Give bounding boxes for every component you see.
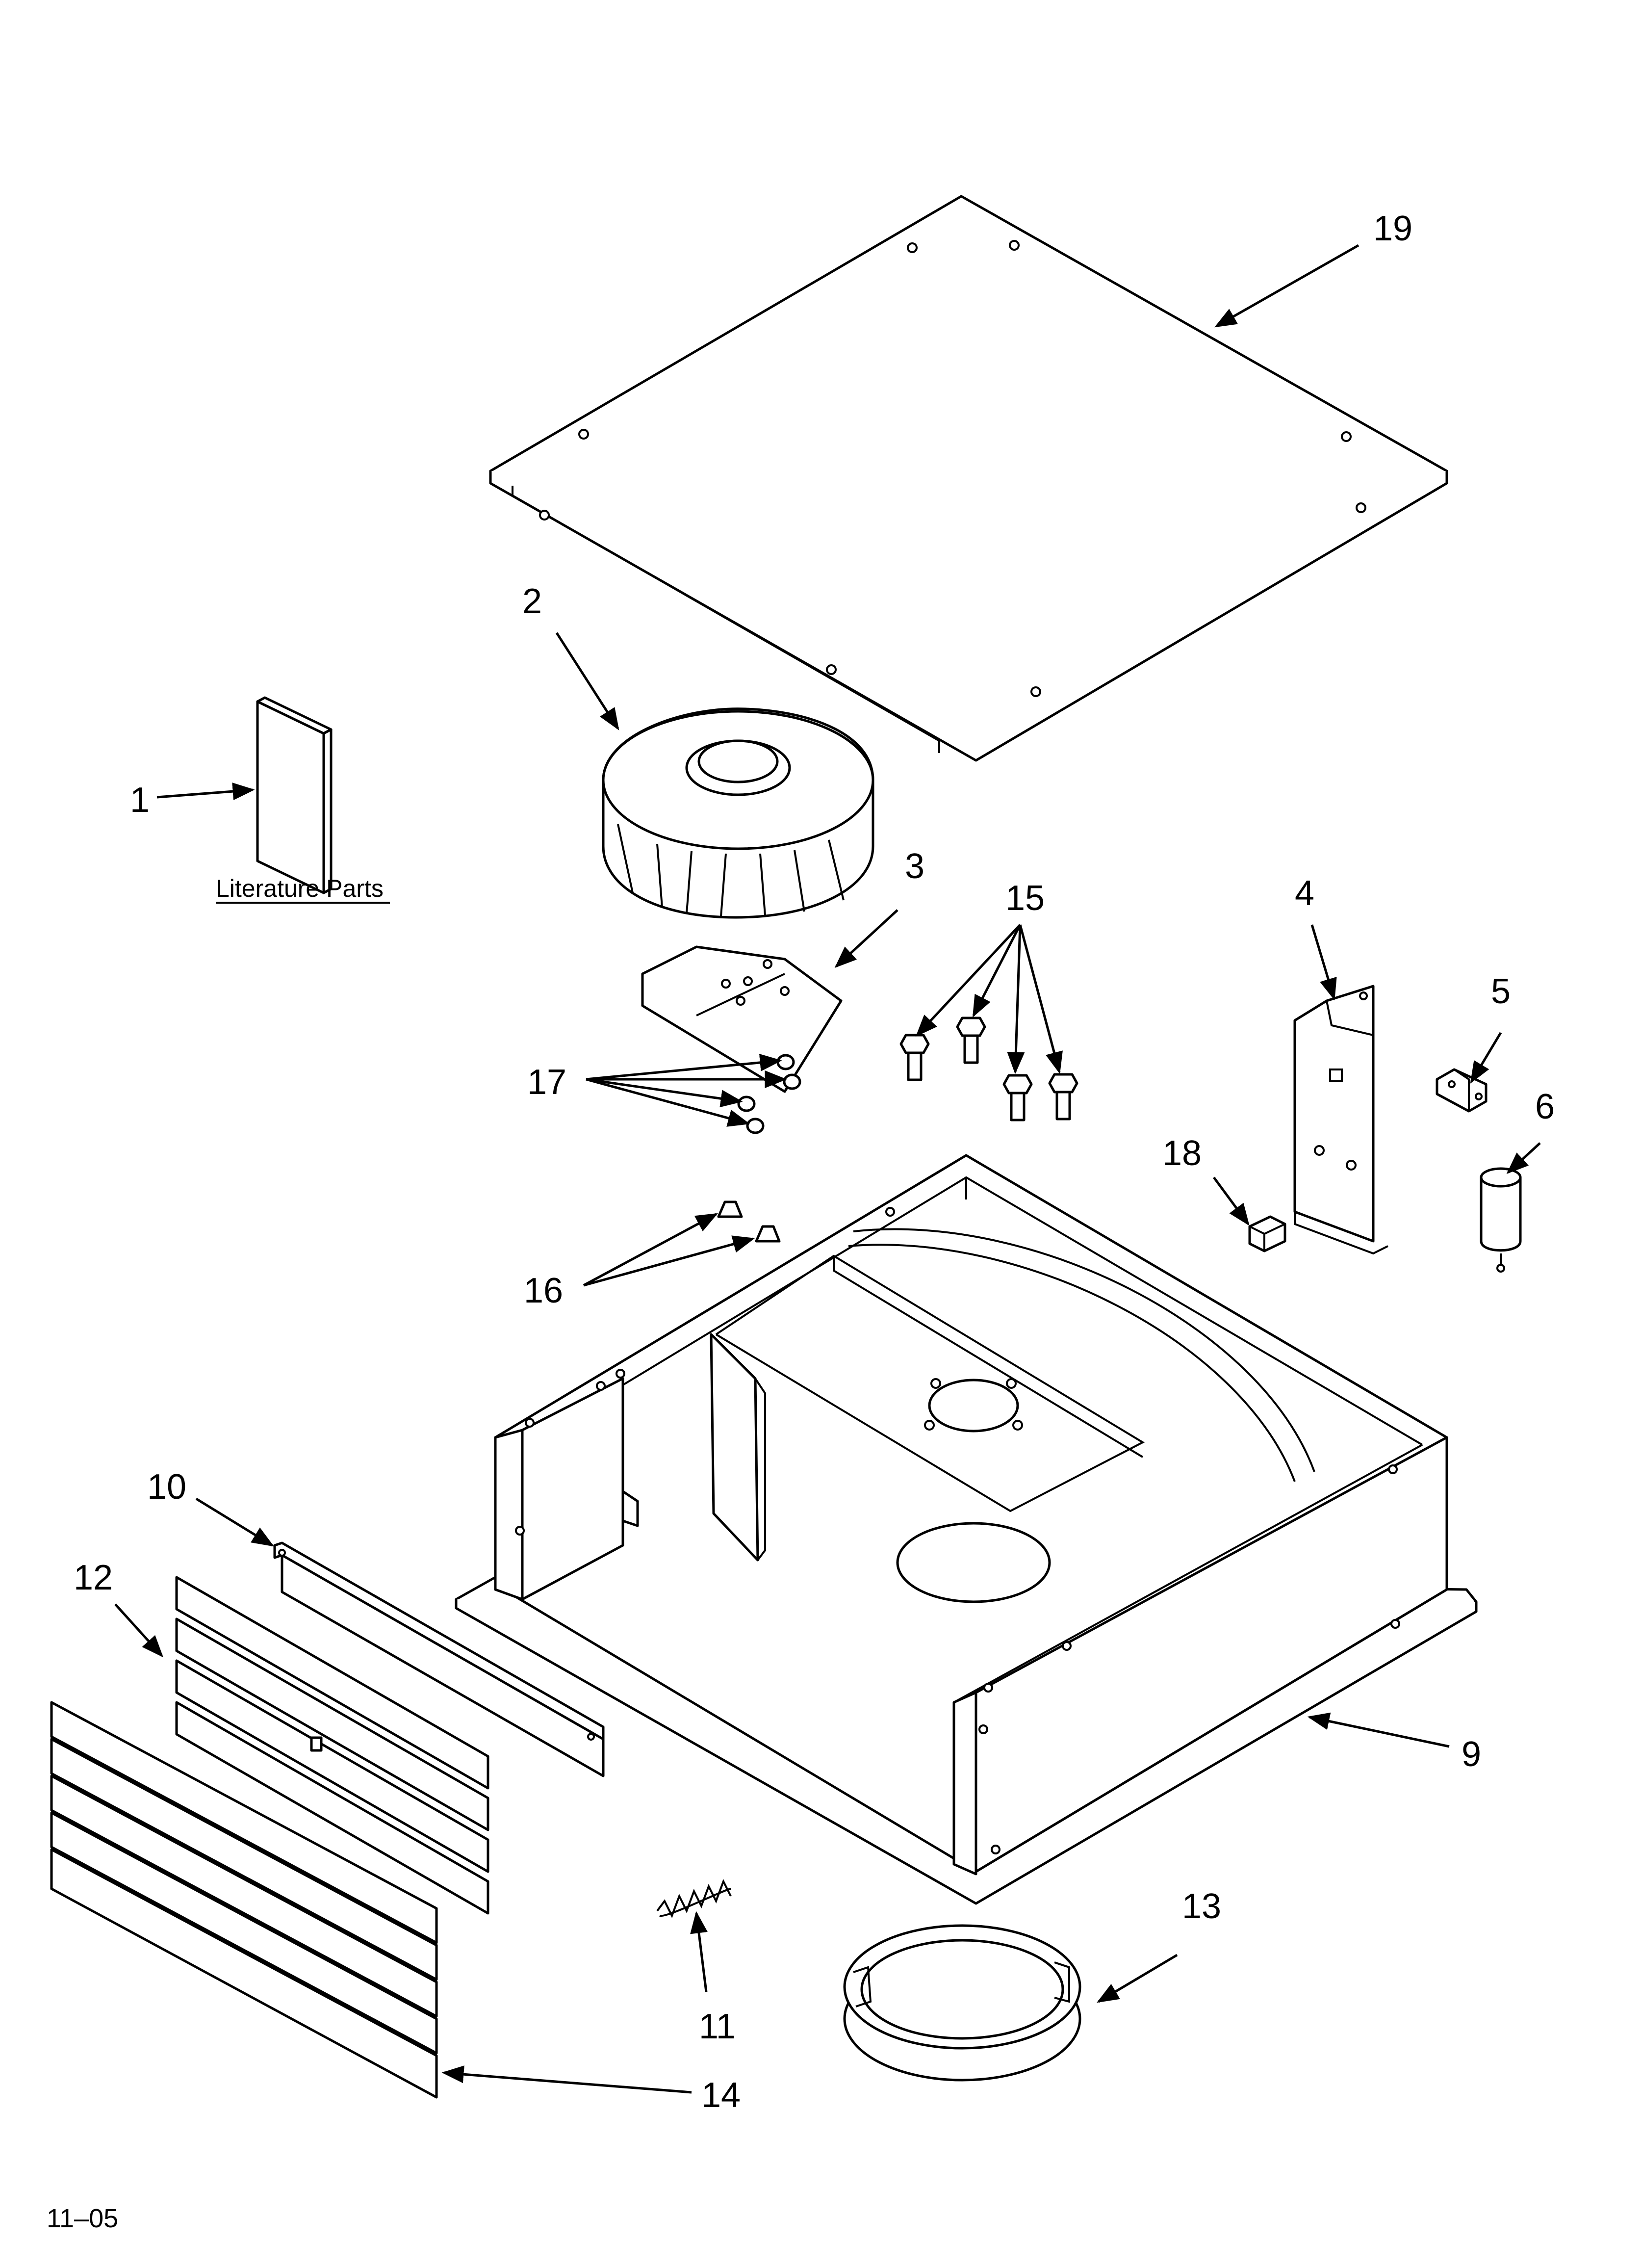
screw [899, 1034, 930, 1081]
housing-base [455, 1154, 1478, 1905]
revision-code: 11–05 [47, 2204, 118, 2233]
callout-4: 4 [1295, 874, 1314, 913]
spring [656, 1879, 732, 1918]
screw [1048, 1073, 1078, 1121]
callout-16: 16 [524, 1271, 563, 1310]
callout-9: 9 [1462, 1735, 1481, 1774]
screw [956, 1017, 986, 1064]
screw [1002, 1074, 1033, 1121]
callout-10: 10 [147, 1467, 186, 1507]
callout-13: 13 [1182, 1887, 1221, 1926]
switch [1248, 1215, 1286, 1252]
blower-wheel [602, 707, 874, 919]
wire-nuts [717, 1200, 781, 1243]
callout-2: 2 [522, 582, 542, 621]
collar-ring [843, 1924, 1081, 2082]
callout-3: 3 [905, 847, 924, 886]
callout-11: 11 [699, 2007, 736, 2046]
capacitor [1480, 1167, 1522, 1273]
mounting-rail [273, 1541, 605, 1777]
leader-arrows [114, 244, 1541, 2094]
literature-caption: Literature Parts [216, 875, 384, 902]
callout-5: 5 [1491, 972, 1511, 1011]
callout-19: 19 [1373, 209, 1412, 248]
callout-14: 14 [701, 2076, 741, 2115]
top-cover-panel [489, 195, 1448, 762]
motor-mount-bracket [641, 945, 843, 1093]
grille-panel [175, 1576, 489, 1915]
callout-17: 17 [527, 1063, 566, 1102]
screws [899, 1017, 1078, 1121]
callout-1: 1 [130, 781, 150, 820]
callout-15: 15 [1005, 879, 1045, 918]
callout-18: 18 [1162, 1134, 1202, 1173]
louver-panel [50, 1701, 438, 2099]
control-bracket [1293, 985, 1388, 1255]
literature-parts-book [256, 696, 333, 894]
callout-6: 6 [1535, 1087, 1555, 1126]
small-bracket [1436, 1068, 1488, 1113]
callout-12: 12 [74, 1558, 113, 1597]
